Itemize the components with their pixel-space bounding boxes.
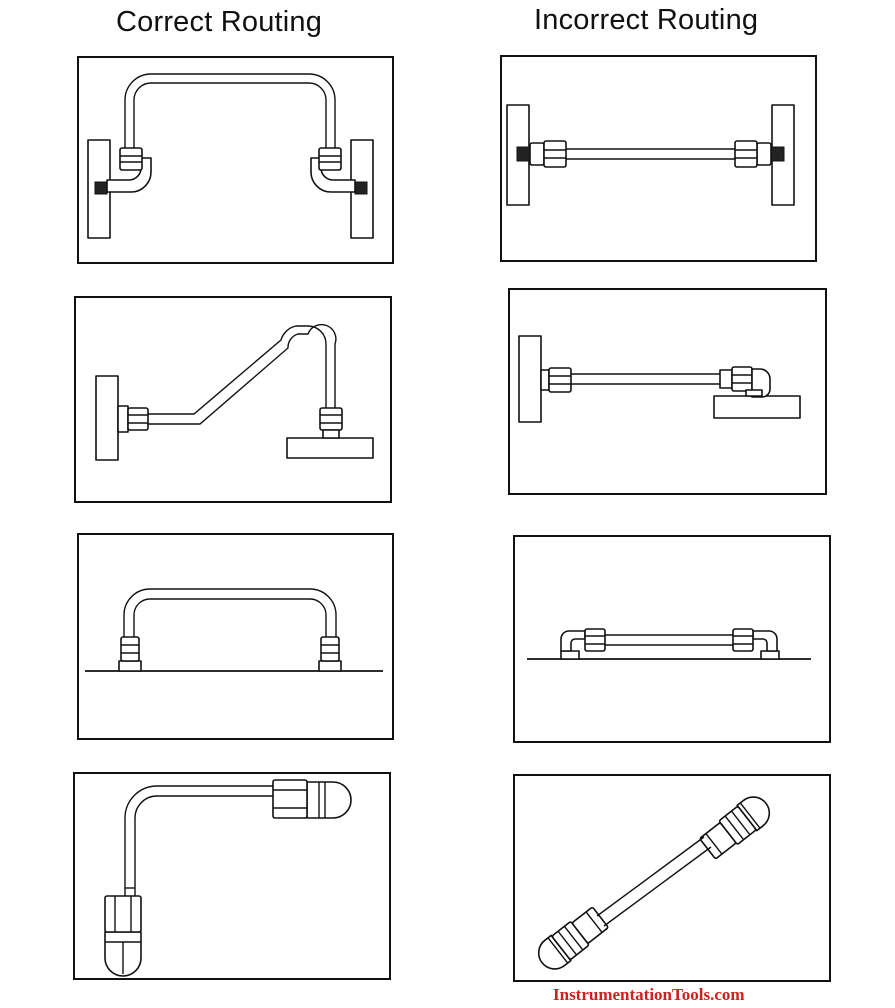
panel-incorrect-straight-diagonal bbox=[513, 774, 831, 982]
panel-correct-bend-between-walls bbox=[77, 56, 394, 264]
panel-incorrect-flat-on-surface bbox=[513, 535, 831, 743]
heading-incorrect-routing: Incorrect Routing bbox=[534, 4, 759, 36]
panel-incorrect-straight-offset bbox=[508, 288, 827, 495]
panel-correct-right-angle-bend bbox=[73, 772, 391, 980]
panel-correct-offset-bend bbox=[74, 296, 392, 503]
heading-correct-routing: Correct Routing bbox=[116, 6, 323, 38]
watermark-text: InstrumentationTools.com bbox=[553, 985, 745, 1004]
panel-correct-loop-on-surface bbox=[77, 533, 394, 740]
panel-incorrect-straight-between-walls bbox=[500, 55, 817, 262]
